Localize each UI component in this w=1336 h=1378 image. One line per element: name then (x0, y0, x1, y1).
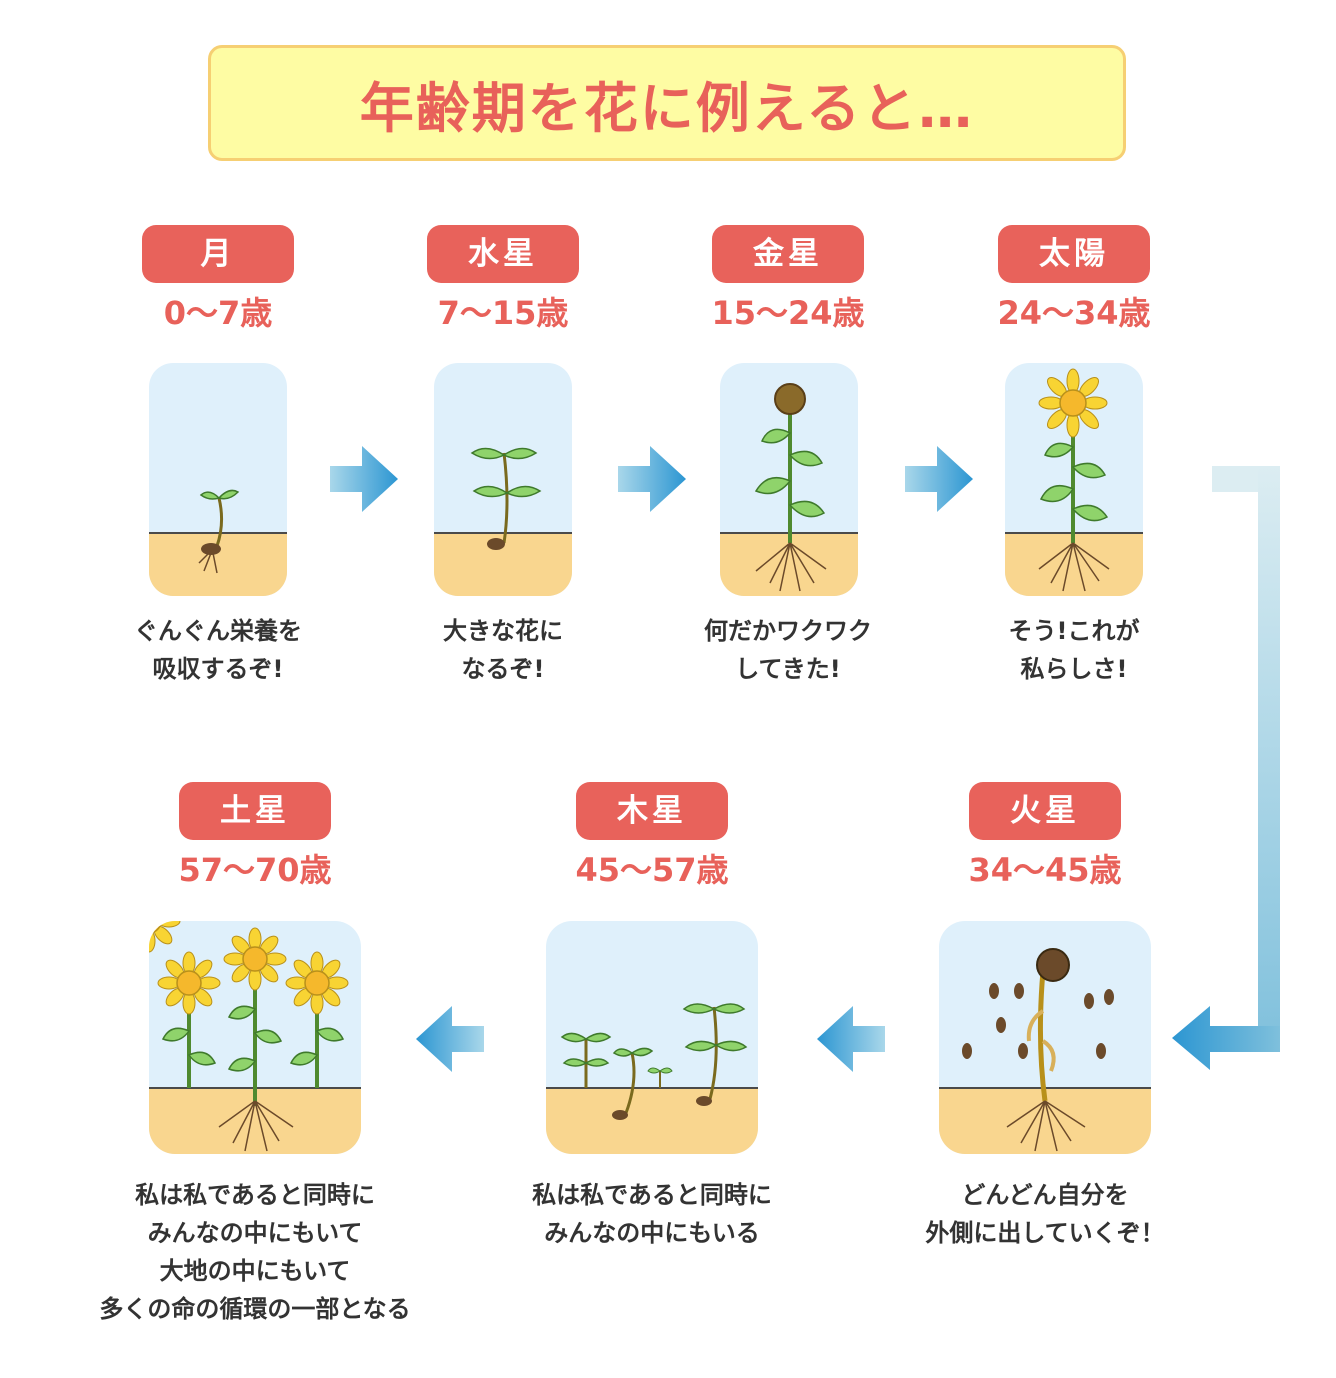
title-banner: 年齢期を花に例えると… (208, 45, 1126, 161)
stage-moon: 月 0～7歳 (88, 225, 348, 333)
stage-description-line: みんなの中にもいる (544, 1219, 760, 1247)
stage-description-line: してきた! (735, 655, 841, 683)
stage-description-line: 吸収するぞ! (152, 655, 284, 683)
right-arrow-icon (618, 444, 688, 518)
right-arrow-icon (330, 444, 400, 518)
stage-mars: 火星 34～45歳 (915, 782, 1175, 890)
left-arrow-icon (815, 1004, 885, 1078)
page-title: 年齢期を花に例えると… (359, 76, 975, 140)
planet-badge: 水星 (427, 225, 579, 283)
left-arrow-icon (414, 1004, 484, 1078)
stage-description-line: 私らしさ! (1020, 655, 1128, 683)
stage-sun-caption: そう!これが 私らしさ! (944, 612, 1204, 688)
planet-badge: 金星 (712, 225, 864, 283)
sprout-illustration (149, 363, 287, 596)
stage-description-line: 私は私であると同時に (135, 1181, 375, 1209)
stage-jupiter-caption: 私は私であると同時に みんなの中にもいる (522, 1176, 782, 1252)
stage-mercury: 水星 7～15歳 (373, 225, 633, 333)
withering-sunflower-seeds-illustration (939, 921, 1151, 1154)
age-range: 45～57歳 (575, 851, 729, 889)
stage-venus: 金星 15～24歳 (658, 225, 918, 333)
age-range: 34～45歳 (968, 851, 1122, 889)
stage-venus-caption: 何だかワクワク してきた! (658, 612, 918, 688)
planet-badge: 月 (142, 225, 294, 283)
stage-description-line: そう!これが (1008, 617, 1140, 645)
stage-description-line: 私は私であると同時に (532, 1181, 772, 1209)
stage-description-line: 外側に出していくぞ！ (925, 1219, 1165, 1247)
stage-description-line: みんなの中にもいて (147, 1219, 363, 1247)
stage-mercury-caption: 大きな花に なるぞ! (373, 612, 633, 688)
stage-description-line: 何だかワクワク (704, 617, 872, 645)
stage-saturn: 土星 57～70歳 (125, 782, 385, 890)
seedling-illustration (434, 363, 572, 596)
age-range: 57～70歳 (178, 851, 332, 889)
down-left-connector-arrow-icon (1170, 466, 1282, 1076)
stage-sun: 太陽 24～34歳 (944, 225, 1204, 333)
stage-mars-caption: どんどん自分を 外側に出していくぞ！ (915, 1176, 1175, 1252)
stage-description-line: ぐんぐん栄養を (134, 617, 302, 645)
stage-description-line: 大きな花に (443, 617, 563, 645)
stage-description-line: 大地の中にもいて (159, 1257, 351, 1285)
stage-description-line: なるぞ! (461, 655, 545, 683)
blooming-sunflower-illustration (1005, 363, 1143, 596)
new-sprouts-illustration (546, 921, 758, 1154)
planet-badge: 火星 (969, 782, 1121, 840)
stage-saturn-caption: 私は私であると同時に みんなの中にもいて 大地の中にもいて 多くの命の循環の一部… (70, 1176, 440, 1328)
planet-badge: 土星 (179, 782, 331, 840)
sunflower-field-illustration (149, 921, 361, 1154)
age-range: 24～34歳 (997, 294, 1151, 332)
stage-moon-caption: ぐんぐん栄養を 吸収するぞ! (88, 612, 348, 688)
age-range: 0～7歳 (163, 294, 273, 332)
stage-jupiter: 木星 45～57歳 (522, 782, 782, 890)
stage-description-line: どんどん自分を (961, 1181, 1129, 1209)
budding-sunflower-illustration (720, 363, 858, 596)
age-range: 15～24歳 (711, 294, 865, 332)
planet-badge: 太陽 (998, 225, 1150, 283)
right-arrow-icon (905, 444, 975, 518)
planet-badge: 木星 (576, 782, 728, 840)
age-range: 7～15歳 (437, 294, 569, 332)
stage-description-line: 多くの命の循環の一部となる (99, 1295, 411, 1323)
